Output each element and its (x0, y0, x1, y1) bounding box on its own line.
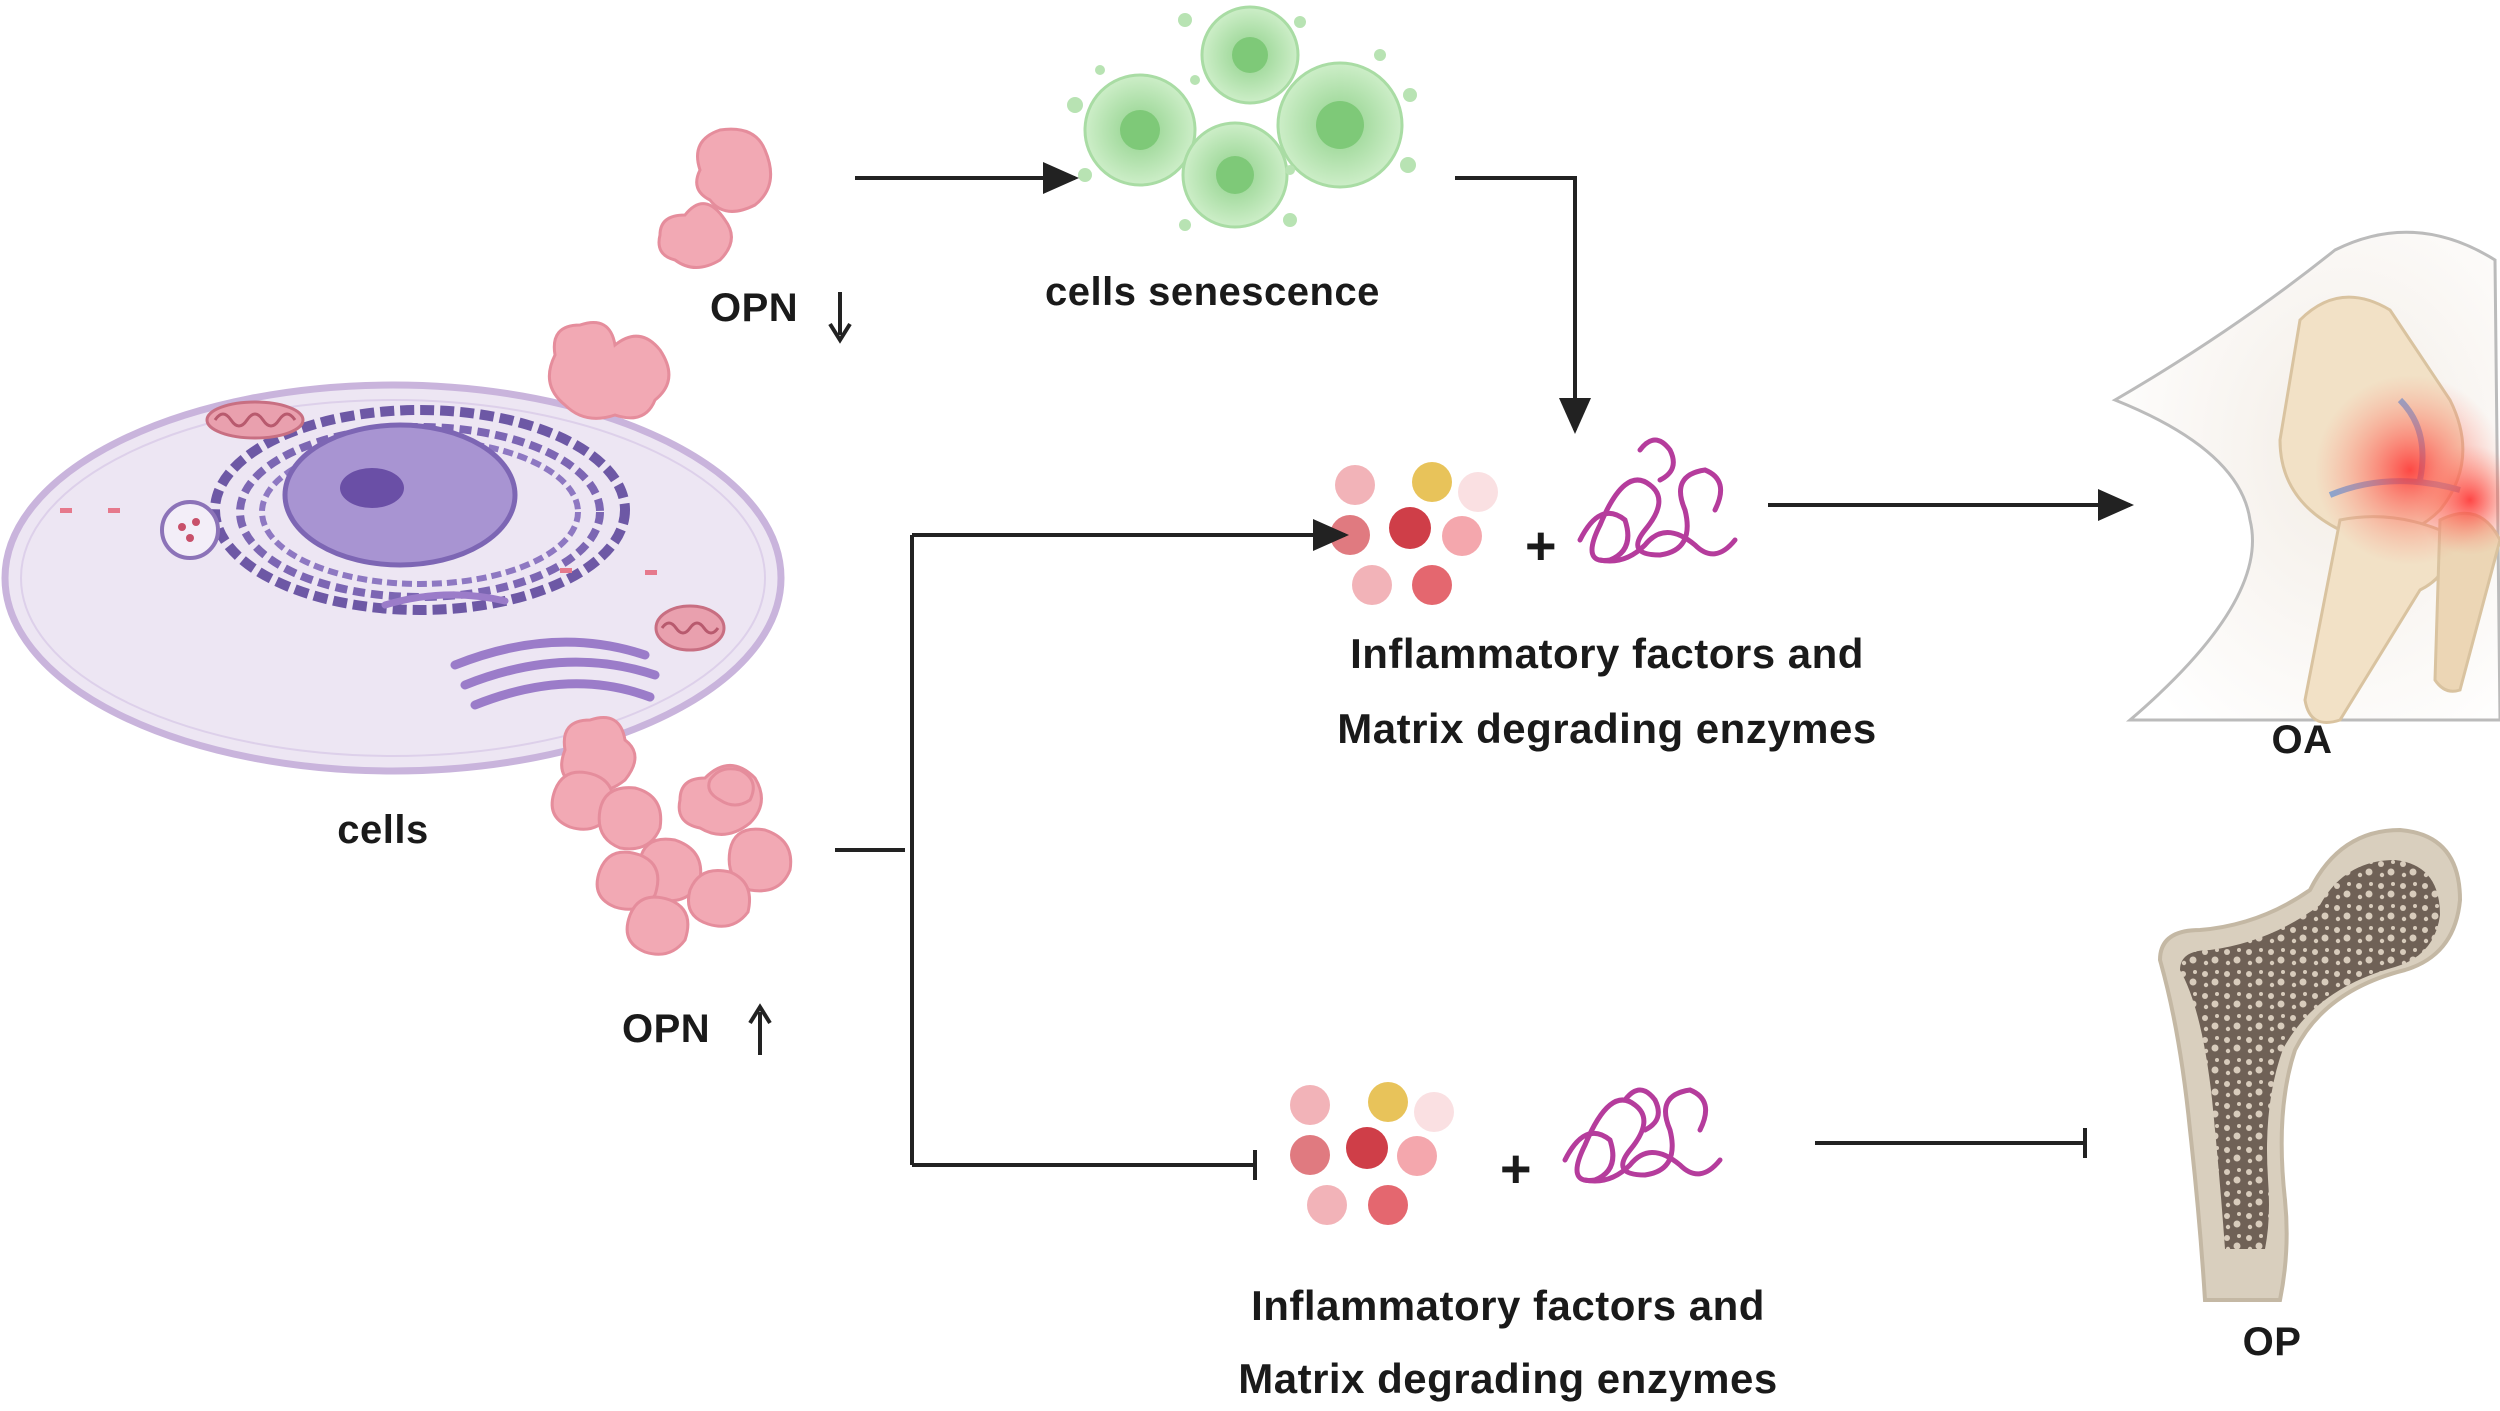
inflammatory-factors-bottom (1290, 1082, 1454, 1225)
opn-protein-cluster (550, 716, 793, 956)
factors-bottom-line1: Inflammatory factors and (1251, 1282, 1765, 1329)
connectors (835, 162, 2134, 1180)
op-label: OP (2242, 1320, 2302, 1364)
cells-label: cells (337, 808, 429, 852)
opn-up-arrow-icon (748, 1003, 772, 1055)
plus-top: + (1525, 516, 1558, 576)
senescence-label: cells senescence (1045, 270, 1380, 314)
opn-protein-top (657, 127, 773, 269)
matrix-enzyme-top (1577, 437, 1738, 564)
opn-protein-membrane (547, 321, 671, 420)
opn-up-label: OPN (622, 1007, 711, 1051)
factors-top-line2: Matrix degrading enzymes (1337, 705, 1877, 752)
factors-bottom-line2: Matrix degrading enzymes (1238, 1355, 1778, 1402)
opn-down-label: OPN (710, 286, 799, 330)
knee-illustration (2111, 230, 2500, 724)
plus-bottom: + (1500, 1139, 1533, 1199)
arrow-senescence-to-factors (1455, 176, 1591, 434)
senescent-cells (1067, 5, 1417, 231)
inflammatory-factors-top (1330, 462, 1498, 605)
bone-illustration (2157, 827, 2463, 1302)
factors-top-line1: Inflammatory factors and (1350, 630, 1864, 677)
cell-illustration (1, 381, 785, 775)
opn-down-arrow-icon (828, 292, 852, 344)
matrix-enzyme-bottom (1562, 1087, 1723, 1184)
oa-label: OA (2271, 718, 2333, 762)
